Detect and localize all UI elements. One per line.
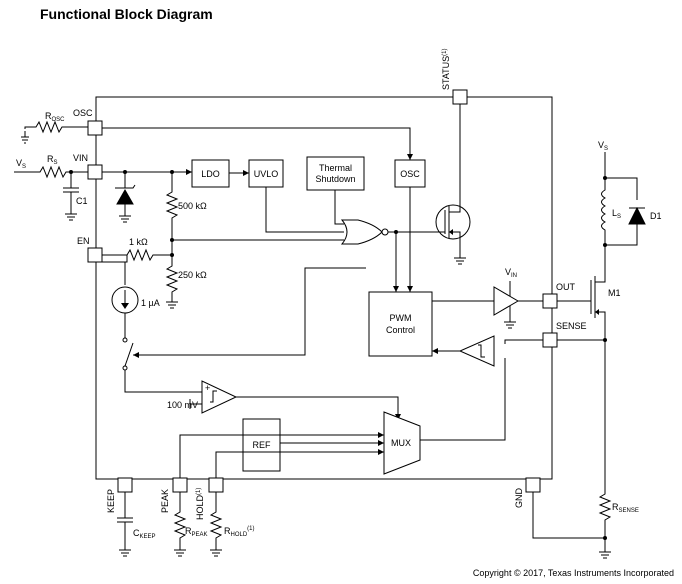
ref-100mv-label: 100 mV [167,400,198,410]
vin-pin-label: VIN [73,153,88,163]
keep-pin [117,477,133,493]
thermal-shutdown-block [306,156,365,191]
ref-block [242,418,281,472]
vin-pin [87,164,103,180]
inductor-ls [601,178,607,245]
c1-label: C1 [76,196,88,206]
pwm-label-2: Control [386,325,415,335]
resistor-250k [165,240,179,309]
diode-d1-label: D1 [650,211,662,221]
rs-resistor [14,165,88,179]
mux-block [383,411,421,475]
uvlo-label: UVLO [254,169,279,179]
mux-label: MUX [391,438,411,448]
keep-comparator [201,380,238,414]
hold-pin [208,477,224,493]
status-nmos-transistor [432,104,471,265]
uvlo-to-gate-wire [265,187,344,233]
c-keep-capacitor [117,492,133,557]
c1-capacitor [63,170,79,221]
peak-pin-label: PEAK [160,489,170,513]
gnd-wire [532,492,605,539]
r-sense-label: RSENSE [612,502,639,514]
zener-diode [115,172,136,223]
osc-block-label: OSC [400,169,420,179]
hold-pin-label: HOLD(1) [195,488,205,520]
nor-gate [340,219,389,245]
en-switch [122,337,134,371]
mosfet-m1 [557,245,606,338]
osc-wire [102,127,411,160]
hold-to-mux-wire [215,451,384,478]
out-pin [542,293,558,309]
peak-pin [172,477,188,493]
status-pin-label: STATUS(1) [441,48,451,90]
sense-to-comparator-wire [504,339,543,344]
en-pin [87,247,103,263]
thermal-to-gate-wire [334,190,344,225]
ref-100mv-source [189,399,202,409]
ref-label: REF [253,440,272,450]
resistor-1k-label: 1 kΩ [129,237,148,247]
peak-to-mux-wire [179,434,384,478]
current-source-label: 1 µA [141,298,160,308]
sense-pin [542,332,558,348]
copyright-text: Copyright © 2017, Texas Instruments Inco… [473,568,674,578]
vs-left-label: VS [16,158,26,170]
current-source-1ua [111,286,139,314]
r-osc-resistor [21,120,88,144]
thermal-label-1: Thermal [319,163,352,173]
rs-label: RS [47,154,58,166]
r-osc-label: ROSC [45,111,65,123]
switch-control-wire [133,267,366,356]
diode-d1 [605,206,646,246]
pwm-label-1: PWM [390,313,412,323]
r-sense-resistor [598,340,612,559]
r-hold-label: RHOLD(1) [224,526,255,538]
osc-pin [87,120,103,136]
c-keep-label: CKEEP [133,528,156,540]
resistor-1k [102,248,172,262]
inductor-ls-label: LS [612,208,621,220]
gate-driver [493,281,519,329]
vin-driver-label: VIN [505,267,517,279]
keep-pin-label: KEEP [106,489,116,513]
sense-comparator [458,335,495,367]
keep-comparator-plus: + [205,383,210,393]
mosfet-m1-label: M1 [608,288,621,298]
gnd-pin [525,477,541,493]
vs-right-label: VS [598,140,608,152]
sense-pin-label: SENSE [556,321,587,331]
r-peak-label: RPEAK [185,526,208,538]
ldo-block [191,159,230,188]
gnd-pin-label: GND [514,488,524,509]
mux-output-wire [420,358,506,441]
status-pin [452,89,468,105]
r-hold-resistor [209,492,223,557]
osc-pin-label: OSC [73,108,93,118]
ldo-label: LDO [201,169,220,179]
keep-comparator-output-wire [236,396,399,420]
pwm-control-block [368,291,433,357]
thermal-label-2: Shutdown [315,174,355,184]
diagram-title: Functional Block Diagram [40,6,213,22]
device-outline [95,96,553,480]
resistor-500k-label: 500 kΩ [178,201,207,211]
d1-top-wire [605,177,638,200]
resistor-250k-label: 250 kΩ [178,270,207,280]
en-pin-label: EN [77,236,90,246]
out-pin-label: OUT [556,282,576,292]
osc-block [394,159,426,188]
uvlo-block [248,159,284,188]
r-peak-resistor [173,492,187,557]
resistor-500k [165,172,179,240]
keep-to-comparator-wire [124,370,202,393]
